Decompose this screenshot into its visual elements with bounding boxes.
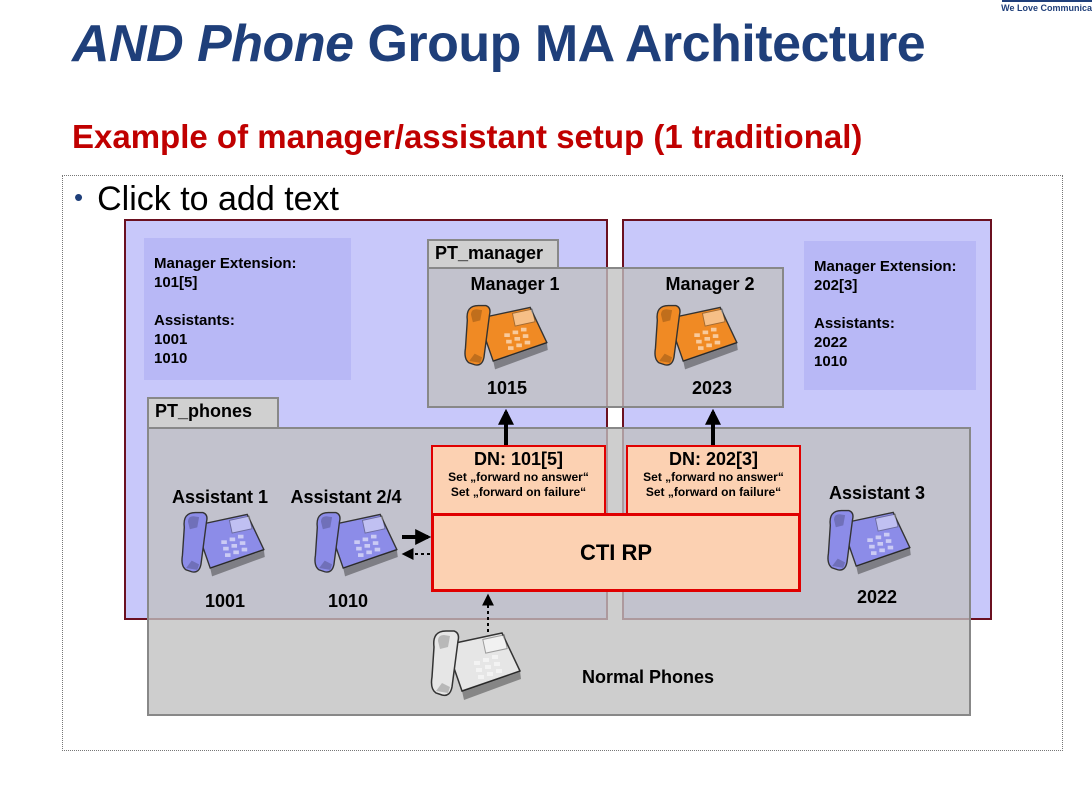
- assistant-2-number: 1010: [327, 591, 369, 611]
- normal-phones-label: Normal Phones: [581, 667, 715, 687]
- title-italic: AND Phone: [72, 15, 354, 73]
- logo-bar: [1002, 0, 1092, 2]
- dn-1-header: DN: 101[5]: [473, 449, 564, 469]
- dn-2-line1: Set „forward no answer“: [643, 470, 784, 484]
- manager-2-label: Manager 2: [665, 274, 755, 294]
- dn-2-line2: Set „forward on failure“: [645, 485, 782, 499]
- content-placeholder[interactable]: [62, 175, 1063, 751]
- assistant-3-label: Assistant 3: [828, 483, 926, 503]
- assistant-3-number: 2022: [856, 587, 898, 607]
- subtitle: Example of manager/assistant setup (1 tr…: [72, 118, 863, 155]
- right-ext-value: 202[3]: [814, 277, 858, 294]
- left-assist-label: Assistants:: [154, 312, 235, 329]
- left-ext-label: Manager Extension:: [154, 255, 297, 272]
- dn-1-line1: Set „forward no answer“: [448, 470, 589, 484]
- manager-2-number: 2023: [691, 378, 733, 398]
- dn-1-line2: Set „forward on failure“: [450, 485, 587, 499]
- cti-rp-box: CTI RP: [431, 513, 801, 592]
- dn-box-1: DN: 101[5] Set „forward no answer“ Set „…: [431, 445, 606, 515]
- right-assist-label: Assistants:: [814, 315, 895, 332]
- assistant-1-number: 1001: [204, 591, 246, 611]
- assistant-1-label: Assistant 1: [171, 487, 269, 507]
- tagline: We Love Communica: [1001, 3, 1092, 13]
- manager-1-label: Manager 1: [470, 274, 560, 294]
- bullet-icon: •: [74, 182, 84, 212]
- page-title: AND Phone Group MA Architecture: [72, 14, 926, 74]
- manager-1-number: 1015: [486, 378, 528, 398]
- left-assistant: 1010: [154, 350, 188, 367]
- pt-manager-tab: PT_manager: [427, 239, 559, 269]
- right-ext-label: Manager Extension:: [814, 258, 957, 275]
- right-info-box: Manager Extension: 202[3] Assistants: 20…: [804, 241, 976, 390]
- dn-2-header: DN: 202[3]: [668, 449, 759, 469]
- title-rest: Group MA Architecture: [353, 15, 926, 73]
- left-ext-value: 101[5]: [154, 274, 198, 291]
- assistant-2-label: Assistant 2/4: [290, 487, 402, 507]
- left-info-box: Manager Extension: 101[5] Assistants: 10…: [144, 238, 351, 380]
- placeholder-text[interactable]: •Click to add text: [74, 180, 339, 218]
- right-assistant: 1010: [814, 353, 848, 370]
- pt-phones-tab: PT_phones: [147, 397, 279, 429]
- right-assistant: 2022: [814, 334, 848, 351]
- left-assistant: 1001: [154, 331, 188, 348]
